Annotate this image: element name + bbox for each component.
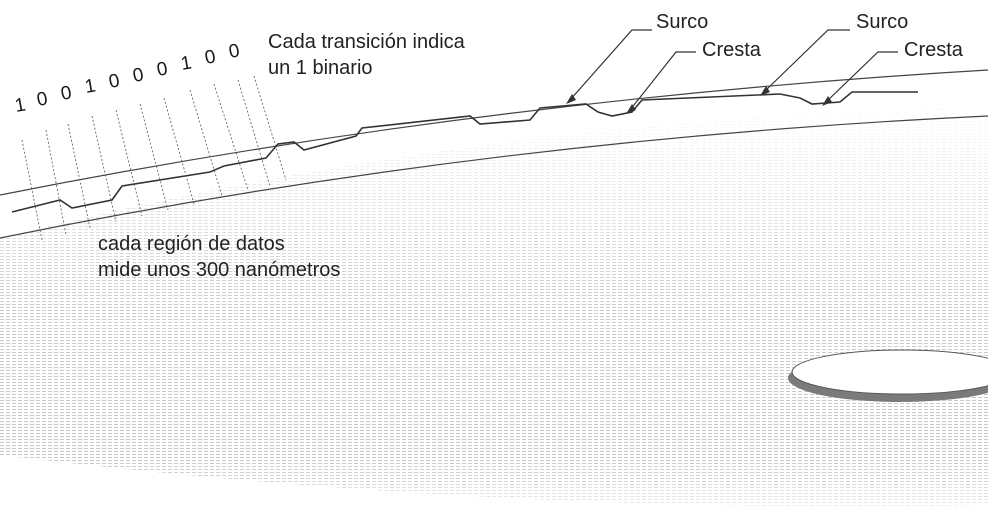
binary-digits: 1 0 0 1 0 0 0 1 0 0 <box>13 40 241 117</box>
disc-surface-shading <box>0 108 988 522</box>
binary-digit: 0 <box>227 40 241 63</box>
binary-digit: 1 <box>83 75 97 98</box>
disc-inner-edge <box>0 115 988 239</box>
callout-leaders <box>569 29 898 111</box>
binary-digit: 0 <box>203 46 217 69</box>
surco-label-1: Surco <box>656 11 708 33</box>
transition-note-line1: Cada transición indica <box>268 31 466 53</box>
region-note-line1: cada región de datos <box>98 233 285 255</box>
binary-digit: 1 <box>13 94 27 117</box>
surco-label-2: Surco <box>856 11 908 33</box>
disc-bottom-edge <box>0 455 988 522</box>
disc-outer-edge <box>0 69 988 196</box>
callout-arrowheads <box>566 86 832 114</box>
binary-digit: 0 <box>155 58 169 81</box>
transition-note-line2: un 1 binario <box>268 57 373 79</box>
transition-guides <box>21 75 287 241</box>
track-profile <box>11 91 918 213</box>
center-hole <box>788 349 988 402</box>
binary-digit: 0 <box>59 82 73 105</box>
cresta-label-2: Cresta <box>904 39 964 61</box>
binary-digit: 0 <box>35 88 49 111</box>
cresta-label-1: Cresta <box>702 39 762 61</box>
binary-digit: 0 <box>131 64 145 87</box>
region-note-line2: mide unos 300 nanómetros <box>98 259 340 281</box>
binary-digit: 0 <box>107 70 121 93</box>
binary-digit: 1 <box>179 52 193 75</box>
